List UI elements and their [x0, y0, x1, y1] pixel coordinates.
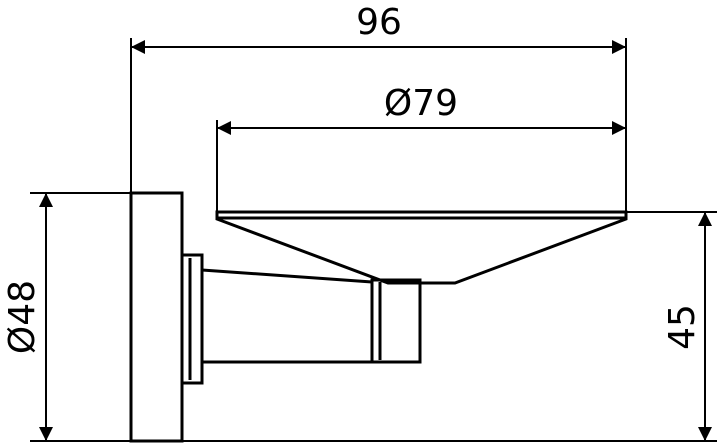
collar [180, 253, 204, 385]
soap-dish [215, 210, 628, 285]
product-outline [129, 191, 628, 443]
dim-label-overall-width: 96 [356, 2, 402, 43]
holder-block [370, 278, 422, 364]
extension-lines [30, 38, 717, 442]
dim-label-base-diameter: Ø48 [2, 280, 43, 354]
dim-label-dish-diameter: Ø79 [384, 83, 458, 124]
arm-top-edge [201, 268, 373, 284]
dimension-lines [39, 40, 712, 441]
dim-label-height: 45 [662, 304, 703, 350]
wall-plate [129, 191, 184, 443]
